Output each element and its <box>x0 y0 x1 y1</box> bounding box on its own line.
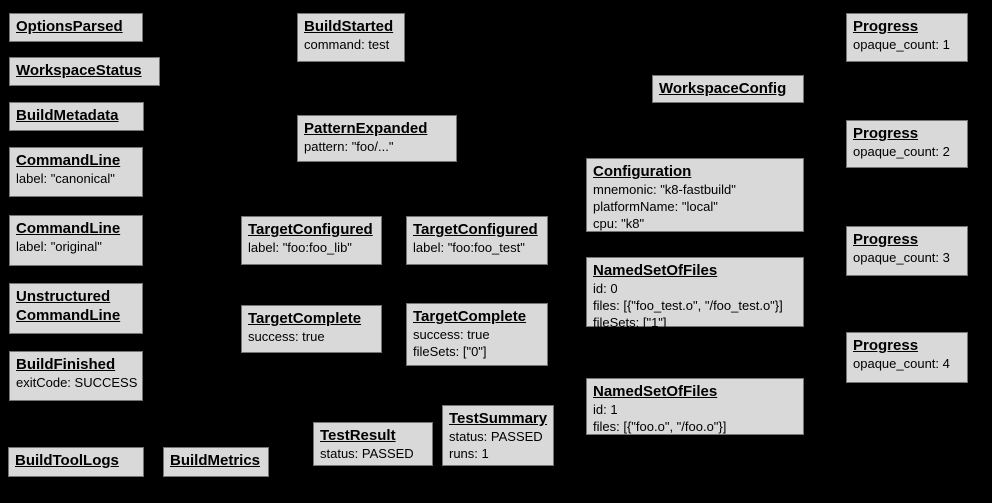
event-field: cpu: "k8" <box>593 216 645 231</box>
event-node-test-summary: TestSummary status: PASSED runs: 1 <box>442 405 554 466</box>
event-title: CommandLine <box>16 220 121 237</box>
event-title: WorkspaceConfig <box>659 80 787 97</box>
event-field: command: test <box>304 37 390 52</box>
event-node-named-set-of-files-1: NamedSetOfFiles id: 1 files: [{"foo.o", … <box>586 378 804 435</box>
event-node-progress-2: Progress opaque_count: 2 <box>846 120 968 168</box>
event-field: files: [{"foo_test.o", "/foo_test.o"}] <box>593 298 783 313</box>
event-field: files: [{"foo.o", "/foo.o"}] <box>593 419 727 434</box>
event-title: OptionsParsed <box>16 18 123 35</box>
event-field: label: "foo:foo_test" <box>413 240 525 255</box>
event-title: TestResult <box>320 427 396 444</box>
event-node-progress-3: Progress opaque_count: 3 <box>846 226 968 276</box>
event-field: status: PASSED <box>449 429 543 444</box>
event-node-options-parsed: OptionsParsed <box>9 13 143 42</box>
event-node-build-metrics: BuildMetrics <box>163 447 269 477</box>
event-field: fileSets: ["1"] <box>593 315 667 330</box>
event-title: CommandLine <box>16 152 121 169</box>
event-title: Progress <box>853 125 919 142</box>
event-title: BuildMetrics <box>170 452 261 469</box>
event-title: Configuration <box>593 163 692 180</box>
event-node-target-configured-test: TargetConfigured label: "foo:foo_test" <box>406 216 548 265</box>
event-title: Progress <box>853 18 919 35</box>
event-field: label: "original" <box>16 239 102 254</box>
event-node-build-tool-logs: BuildToolLogs <box>8 447 144 477</box>
event-title: BuildToolLogs <box>15 452 119 469</box>
event-field: id: 1 <box>593 402 618 417</box>
event-title: Progress <box>853 337 919 354</box>
event-title: TestSummary <box>449 410 548 427</box>
event-node-command-line-original: CommandLine label: "original" <box>9 215 143 266</box>
event-node-build-metadata: BuildMetadata <box>9 102 144 131</box>
event-field: opaque_count: 2 <box>853 144 950 159</box>
event-node-progress-4: Progress opaque_count: 4 <box>846 332 968 383</box>
event-node-workspace-config: WorkspaceConfig <box>652 75 804 103</box>
event-field: platformName: "local" <box>593 199 718 214</box>
event-node-test-result: TestResult status: PASSED <box>313 422 433 466</box>
event-node-workspace-status: WorkspaceStatus <box>9 57 160 86</box>
event-field: status: PASSED <box>320 446 414 461</box>
event-field: mnemonic: "k8-fastbuild" <box>593 182 736 197</box>
event-field: runs: 1 <box>449 446 489 461</box>
event-node-named-set-of-files-0: NamedSetOfFiles id: 0 files: [{"foo_test… <box>586 257 804 330</box>
event-field: opaque_count: 1 <box>853 37 950 52</box>
event-node-command-line-canonical: CommandLine label: "canonical" <box>9 147 143 197</box>
event-field: label: "foo:foo_lib" <box>248 240 352 255</box>
event-title: TargetConfigured <box>248 221 373 238</box>
event-title: BuildFinished <box>16 356 116 373</box>
event-node-configuration: Configuration mnemonic: "k8-fastbuild" p… <box>586 158 804 232</box>
event-field: label: "canonical" <box>16 171 115 186</box>
event-node-target-complete-test: TargetComplete success: true fileSets: [… <box>406 303 548 366</box>
event-field: success: true <box>413 327 490 342</box>
event-title: Unstructured <box>16 288 111 305</box>
event-node-build-finished: BuildFinished exitCode: SUCCESS <box>9 351 143 401</box>
event-node-target-configured-lib: TargetConfigured label: "foo:foo_lib" <box>241 216 382 265</box>
event-field: opaque_count: 3 <box>853 250 950 265</box>
event-field: success: true <box>248 329 325 344</box>
event-field: opaque_count: 4 <box>853 356 950 371</box>
event-node-pattern-expanded: PatternExpanded pattern: "foo/..." <box>297 115 457 162</box>
event-title: BuildMetadata <box>16 107 119 124</box>
event-title: BuildStarted <box>304 18 394 35</box>
event-title: CommandLine <box>16 307 121 324</box>
event-title: Progress <box>853 231 919 248</box>
event-node-progress-1: Progress opaque_count: 1 <box>846 13 968 62</box>
event-node-unstructured-command-line: Unstructured CommandLine <box>9 283 143 334</box>
event-title: NamedSetOfFiles <box>593 383 718 400</box>
event-title: TargetComplete <box>248 310 362 327</box>
event-field: fileSets: ["0"] <box>413 344 487 359</box>
event-node-build-started: BuildStarted command: test <box>297 13 405 62</box>
event-field: exitCode: SUCCESS <box>16 375 138 390</box>
event-title: TargetComplete <box>413 308 527 325</box>
event-title: PatternExpanded <box>304 120 428 137</box>
event-field: pattern: "foo/..." <box>304 139 394 154</box>
event-field: id: 0 <box>593 281 618 296</box>
event-title: WorkspaceStatus <box>16 62 142 79</box>
event-node-target-complete-lib: TargetComplete success: true <box>241 305 382 353</box>
event-title: NamedSetOfFiles <box>593 262 718 279</box>
event-title: TargetConfigured <box>413 221 538 238</box>
